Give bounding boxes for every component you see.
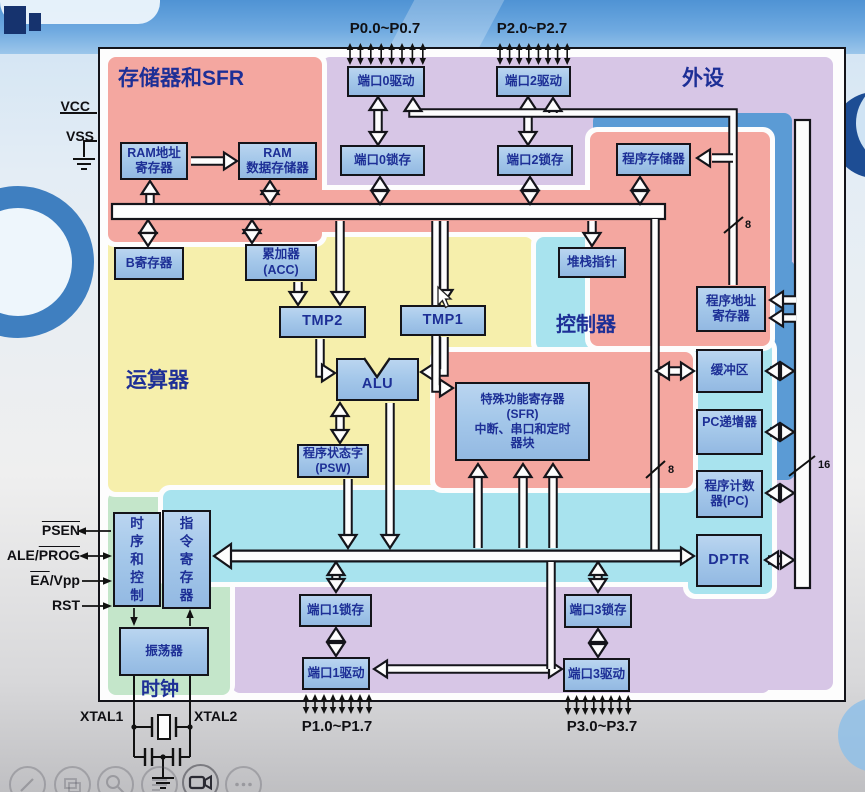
label-vss: VSS: [65, 128, 94, 144]
vpp-text: /Vpp: [49, 572, 80, 588]
bus-width-16: 16: [818, 459, 831, 471]
block-port3-driver: 端口3驱动: [563, 658, 630, 692]
banner-square-decoration: [4, 6, 26, 34]
crescent-decoration: [856, 80, 865, 166]
block-port0-driver: 端口0驱动: [347, 66, 425, 97]
block-tmp2: TMP2: [279, 306, 366, 338]
magnifier-icon[interactable]: [97, 766, 134, 792]
block-port0-latch: 端口0锁存: [340, 145, 425, 176]
block-psw: 程序状态字 (PSW): [297, 444, 369, 478]
label-p3-pins: P3.0~P3.7: [566, 718, 638, 735]
label-controller: 控制器: [556, 314, 616, 336]
block-port2-latch: 端口2锁存: [497, 145, 573, 176]
copy-icon[interactable]: [54, 766, 91, 792]
bus-width-8: 8: [668, 464, 675, 476]
ale-text: ALE/: [6, 547, 39, 563]
block-timing-control: 时 序 和 控 制: [113, 512, 161, 607]
block-alu: ALU: [336, 358, 419, 401]
block-program-address-register: 程序地址 寄存器: [696, 286, 766, 332]
label-p1-pins: P1.0~P1.7: [301, 718, 373, 735]
psen-text: PSEN: [41, 522, 80, 538]
block-buffer: 缓冲区: [696, 349, 763, 393]
block-port3-latch: 端口3锁存: [564, 594, 632, 628]
label-psen: PSEN: [18, 522, 80, 538]
block-program-counter: 程序计数 器(PC): [696, 470, 763, 518]
label-p0-pins: P0.0~P0.7: [349, 20, 421, 37]
label-rst: RST: [52, 597, 80, 613]
block-dptr: DPTR: [696, 534, 762, 587]
label-vcc: VCC: [60, 98, 90, 114]
more-options-icon[interactable]: [225, 766, 262, 792]
block-oscillator: 振荡器: [119, 627, 209, 676]
region-controller-band: [163, 490, 772, 582]
label-xtal2: XTAL2: [194, 708, 238, 724]
camera-icon[interactable]: [182, 764, 219, 792]
block-port2-driver: 端口2驱动: [496, 66, 571, 97]
block-port1-latch: 端口1锁存: [299, 594, 372, 627]
notes-icon[interactable]: [141, 766, 178, 792]
circle-decoration: [838, 698, 865, 772]
block-pc-incrementer: PC递增器: [696, 409, 763, 455]
block-accumulator: 累加器 (ACC): [245, 244, 317, 281]
block-sfr: 特殊功能寄存器 (SFR) 中断、串口和定时 器块: [455, 382, 590, 461]
label-arithmetic-unit: 运算器: [126, 369, 189, 392]
block-ram-address-register: RAM地址 寄存器: [120, 142, 188, 180]
block-stack-pointer: 堆栈指针: [558, 247, 626, 278]
label-xtal1: XTAL1: [80, 708, 124, 724]
label-memory-sfr: 存储器和SFR: [118, 67, 244, 90]
label-peripherals: 外设: [682, 67, 724, 90]
label-ale-prog: ALE/PROG: [2, 547, 80, 563]
bus-width-8-address: 8: [745, 219, 752, 231]
block-ram-data-memory: RAM 数据存储器: [238, 142, 317, 180]
banner-decoration: [0, 0, 160, 24]
block-program-memory: 程序存储器: [616, 143, 691, 176]
ring-decoration: [0, 186, 94, 338]
prog-text: PROG: [38, 547, 80, 563]
banner-square-decoration: [29, 13, 41, 31]
block-tmp1: TMP1: [400, 305, 486, 336]
label-ea-vpp: EA/Vpp: [14, 572, 80, 588]
block-port1-driver: 端口1驱动: [302, 657, 370, 690]
label-clock: 时钟: [141, 679, 180, 700]
block-b-register: B寄存器: [114, 247, 184, 280]
label-p2-pins: P2.0~P2.7: [496, 20, 568, 37]
block-instruction-register: 指 令 寄 存 器: [162, 510, 211, 609]
ea-text: EA: [30, 572, 50, 588]
pencil-icon[interactable]: [9, 766, 46, 792]
